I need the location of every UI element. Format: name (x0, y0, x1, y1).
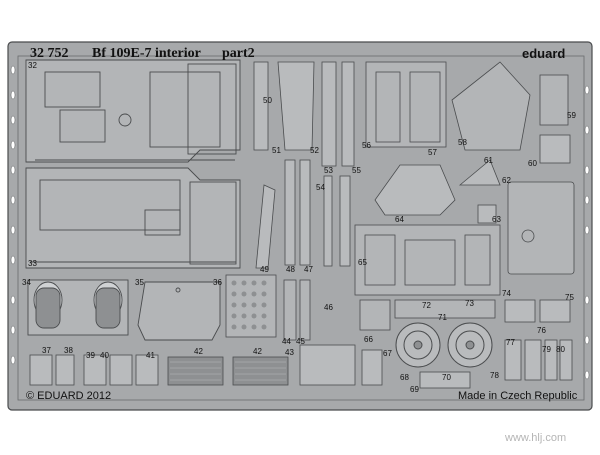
part-number: 39 (86, 351, 95, 360)
part-32 (25, 59, 241, 163)
part-number: 67 (383, 349, 392, 358)
fret-title: Bf 109E-7 interior (92, 46, 201, 61)
side-slots-right (584, 85, 590, 380)
part-number: 32 (28, 61, 37, 70)
parts-65-73 (354, 224, 501, 331)
part-number: 63 (492, 215, 501, 224)
origin-text: Made in Czech Republic (458, 390, 578, 402)
part-43-45 (225, 274, 311, 341)
brand-logo: eduard (522, 46, 566, 61)
part-number: 49 (260, 265, 269, 274)
part-number: 51 (272, 146, 281, 155)
part-number: 45 (296, 337, 305, 346)
part-62 (507, 181, 575, 275)
part-number: 65 (358, 258, 367, 267)
part-42 (167, 356, 289, 386)
part-number: 57 (428, 148, 437, 157)
part-number: 75 (565, 293, 574, 302)
part-number: 47 (304, 265, 313, 274)
part-number: 37 (42, 346, 51, 355)
part-number: 40 (100, 351, 109, 360)
part-number: 61 (484, 156, 493, 165)
part-number: 62 (502, 176, 511, 185)
parts-60-61 (458, 134, 571, 186)
part-number: 64 (395, 215, 404, 224)
fret-part: part2 (222, 46, 255, 61)
part-number: 55 (352, 166, 361, 175)
part-number: 53 (324, 166, 333, 175)
part-number: 41 (146, 351, 155, 360)
part-33 (25, 167, 241, 269)
part-number: 79 (542, 345, 551, 354)
parts-47-49 (255, 159, 311, 269)
fret-inner-frame (17, 55, 585, 401)
parts-50-53 (253, 61, 355, 167)
part-number: 76 (537, 326, 546, 335)
part-number: 66 (364, 335, 373, 344)
part-number: 72 (422, 301, 431, 310)
parts-37-41 (29, 354, 159, 386)
part-number: 60 (528, 159, 537, 168)
watermark-url: www.hlj.com (505, 432, 567, 444)
part-number: 52 (310, 146, 319, 155)
part-number: 48 (286, 265, 295, 274)
part-number: 36 (213, 278, 222, 287)
part-number: 35 (135, 278, 144, 287)
parts-74-80 (504, 299, 573, 381)
part-number: 38 (64, 346, 73, 355)
copyright-text: © EDUARD 2012 (26, 390, 112, 402)
part-number: 33 (28, 259, 37, 268)
part-number: 77 (506, 338, 515, 347)
part-number: 42 (194, 347, 203, 356)
part-number: 74 (502, 289, 511, 298)
part-34 (27, 279, 129, 336)
part-number: 71 (438, 313, 447, 322)
parts-58-59 (451, 61, 569, 151)
part-number: 73 (465, 299, 474, 308)
part-number: 50 (263, 96, 272, 105)
part-number: 68 (400, 373, 409, 382)
part-number: 44 (282, 337, 291, 346)
parts-66-70 (299, 344, 471, 389)
fret-code: 32 752 (30, 46, 69, 61)
part-number: 56 (362, 141, 371, 150)
part-number: 42 (253, 347, 262, 356)
parts-71-73-wheels (395, 322, 493, 368)
part-35-36 (137, 281, 221, 341)
part-number: 69 (410, 385, 419, 394)
part-number: 80 (556, 345, 565, 354)
side-slots-left (10, 65, 16, 365)
part-number: 46 (324, 303, 333, 312)
parts-56-57 (365, 61, 447, 148)
part-number: 34 (22, 278, 31, 287)
part-number: 54 (316, 183, 325, 192)
parts-54-55 (323, 175, 351, 267)
part-number-labels: 32 33 34 35 36 37 38 39 40 41 42 42 43 4… (22, 61, 576, 394)
part-number: 43 (285, 348, 294, 357)
parts-63-64 (374, 164, 497, 224)
part-number: 78 (490, 371, 499, 380)
part-number: 59 (567, 111, 576, 120)
part-number: 58 (458, 138, 467, 147)
part-number: 70 (442, 373, 451, 382)
